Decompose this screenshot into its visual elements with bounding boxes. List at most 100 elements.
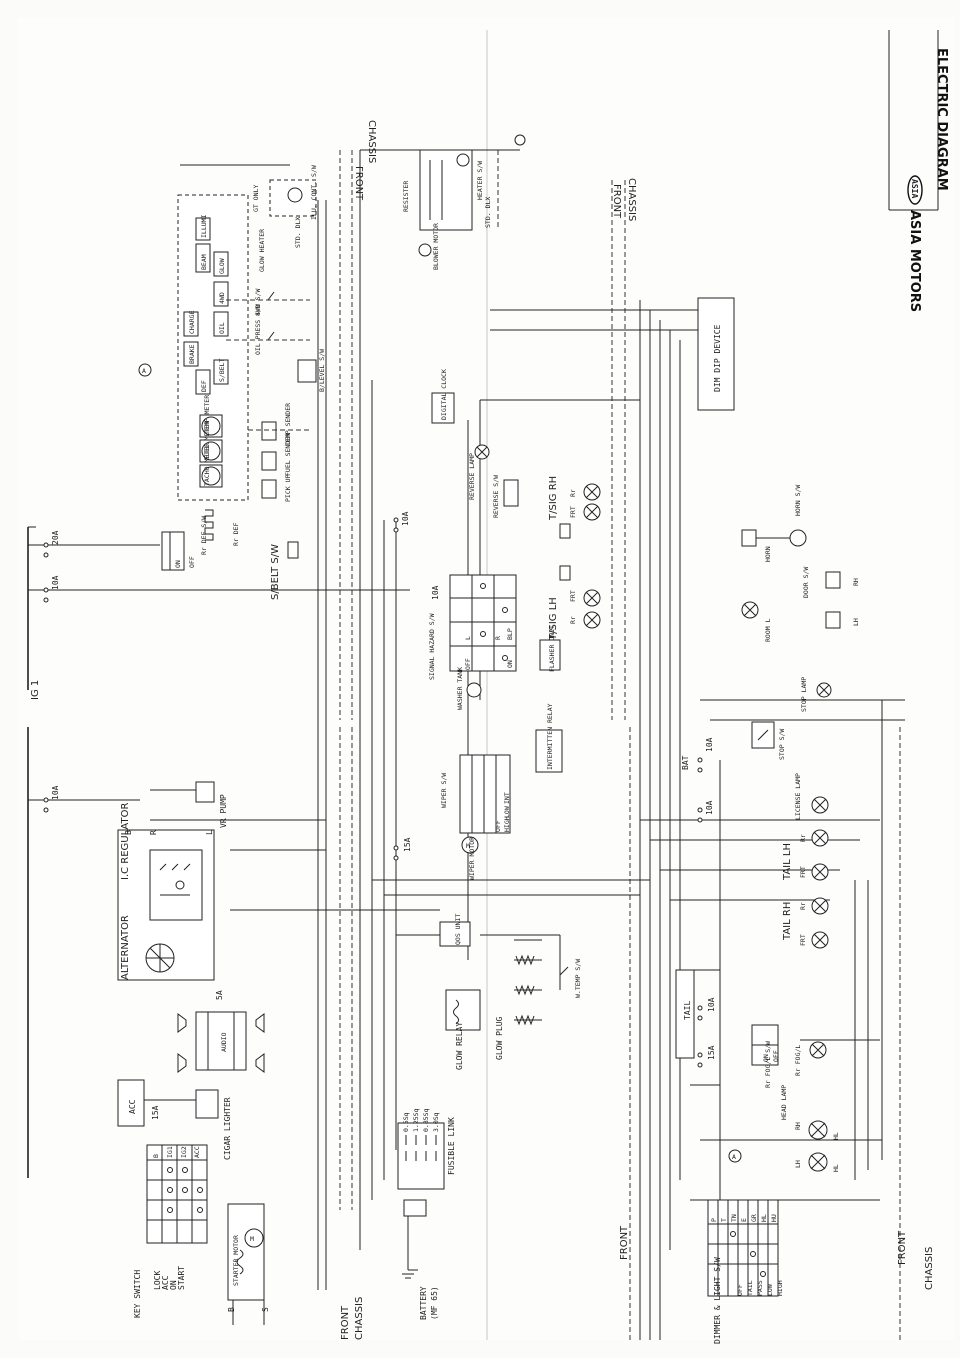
svg-text:TACHO METER: TACHO METER (203, 443, 211, 486)
alternator: ALTERNATOR I.C REGULATOR B R L (117, 803, 215, 981)
svg-text:TAIL: TAIL (746, 1280, 754, 1296)
svg-text:10A: 10A (705, 800, 714, 815)
svg-text:ON: ON (506, 660, 514, 668)
svg-text:FRONT: FRONT (340, 1305, 351, 1340)
svg-text:Rr FOG/L: Rr FOG/L (794, 1045, 802, 1076)
svg-text:10A: 10A (401, 511, 410, 526)
svg-text:TEMP METER: TEMP METER (203, 395, 211, 434)
svg-text:LH: LH (852, 618, 860, 626)
svg-text:Rr: Rr (569, 616, 577, 624)
svg-text:LOW: LOW (503, 806, 511, 818)
svg-text:GR: GR (750, 1214, 758, 1222)
svg-text:P: P (710, 1218, 718, 1222)
svg-text:GLOW: GLOW (218, 258, 226, 274)
svg-text:TEMP SENDER: TEMP SENDER (284, 403, 292, 446)
svg-text:T/SIG LH: T/SIG LH (548, 597, 559, 641)
svg-text:BEAM: BEAM (200, 254, 208, 270)
svg-text:REVERSE LAMP: REVERSE LAMP (468, 453, 476, 500)
digital-clock: DIGITAL CLOCK (431, 369, 455, 424)
svg-text:ILU. CONT. S/W: ILU. CONT. S/W (310, 165, 318, 220)
svg-text:QOS UNIT: QOS UNIT (454, 914, 462, 945)
svg-text:SIGNAL HAZARD S/W: SIGNAL HAZARD S/W (428, 613, 436, 680)
svg-text:FRONT: FRONT (353, 166, 364, 201)
starter-motor: M STARTER MOTOR B S (227, 1203, 270, 1325)
svg-text:A: A (732, 1153, 736, 1161)
svg-text:Rr DEF: Rr DEF (232, 522, 240, 546)
svg-text:LH: LH (794, 1160, 802, 1168)
svg-text:TAIL RH: TAIL RH (782, 902, 793, 941)
svg-text:5A: 5A (215, 990, 224, 1000)
svg-text:FUEL METER: FUEL METER (203, 421, 211, 460)
svg-text:DIGITAL CLOCK: DIGITAL CLOCK (440, 369, 448, 420)
svg-text:Rr: Rr (569, 489, 577, 497)
svg-text:HORN S/W: HORN S/W (794, 485, 802, 516)
svg-text:15A: 15A (151, 1105, 160, 1120)
svg-text:HL: HL (832, 1132, 840, 1140)
horn-circuit: HORN HORN S/W (741, 485, 807, 562)
svg-text:FRONT: FRONT (611, 184, 622, 219)
heater-system: HEATER S/W RESISTER STD. DLX BLOWER MOTO… (402, 134, 526, 270)
svg-text:4WD: 4WD (218, 292, 226, 304)
svg-text:ACC: ACC (193, 1146, 201, 1158)
svg-text:10A: 10A (51, 575, 60, 590)
svg-text:M: M (250, 1235, 254, 1243)
svg-text:L: L (464, 636, 472, 640)
svg-text:PICK UP: PICK UP (284, 475, 292, 502)
turn-signals: T/SIG RH T/SIG LH Rr FRT FRT Rr (548, 476, 601, 641)
svg-text:IG1: IG1 (166, 1146, 174, 1158)
svg-text:10A: 10A (431, 585, 440, 600)
svg-text:FRONT: FRONT (897, 1230, 908, 1265)
svg-text:FRT: FRT (799, 866, 807, 878)
fuse-symbols (43, 517, 703, 1068)
svg-text:INTERMITTEN RELAY: INTERMITTEN RELAY (546, 703, 554, 770)
svg-text:DIM DIP DEVICE: DIM DIP DEVICE (713, 324, 722, 392)
svg-text:RH: RH (852, 578, 860, 586)
svg-text:GLOW RELAY: GLOW RELAY (455, 1022, 464, 1070)
svg-text:BRAKE: BRAKE (188, 344, 196, 364)
head-lamps: HEAD LAMP RH LH HL HL (780, 1085, 840, 1172)
audio-unit: AUDIO 5A (177, 990, 265, 1073)
front-chassis-lines: FRONT CHASSIS FRONT CHASSIS FRONT CHASSI… (339, 120, 935, 1340)
svg-text:RH: RH (794, 1122, 802, 1130)
svg-text:PASS: PASS (756, 1280, 764, 1296)
rear-defogger: ON OFF Rr DEF S/W Rr DEF 20A 10A (51, 509, 240, 590)
svg-text:FRT: FRT (569, 590, 577, 602)
svg-text:IG2: IG2 (180, 1146, 188, 1158)
glow-system: GLOW RELAY GLOW PLUG QOS UNIT W.TEMP S/W (439, 914, 582, 1070)
svg-text:I.C REGULATOR: I.C REGULATOR (120, 803, 131, 880)
svg-text:Rr: Rr (799, 834, 807, 842)
svg-text:ACC: ACC (161, 1275, 170, 1290)
svg-text:HL: HL (832, 1164, 840, 1172)
svg-text:HL: HL (760, 1214, 768, 1222)
svg-text:GLOW HEATER: GLOW HEATER (258, 229, 266, 272)
svg-text:OFF: OFF (188, 556, 196, 568)
svg-text:15A: 15A (403, 837, 412, 852)
svg-text:DEF: DEF (200, 380, 208, 392)
svg-text:TAIL LH: TAIL LH (782, 843, 793, 881)
svg-text:M: M (466, 842, 470, 850)
svg-text:L: L (205, 830, 214, 835)
wiper-system: M WIPER MOTOR WIPER S/W OFF INT LOW HIGH… (403, 703, 563, 880)
battery: BATTERY (MF 65) (402, 1199, 439, 1320)
svg-text:A: A (142, 367, 146, 375)
svg-text:ON: ON (762, 1054, 770, 1062)
svg-text:STD. DLX: STD. DLX (294, 217, 302, 248)
svg-text:HU: HU (770, 1214, 778, 1222)
acc-block: ACC 15A CIGAR LIGHTER (117, 1079, 232, 1160)
dimmer-switch: DIMMER & LIGHT S/W OFF TAIL PASS LOW HIG… (707, 1199, 784, 1344)
svg-text:CIGAR LIGHTER: CIGAR LIGHTER (223, 1097, 232, 1160)
svg-text:WIPER MOTOR: WIPER MOTOR (468, 837, 476, 880)
license-tail-lamps: LICENSE LAMP Rr FRT Rr FRT TAIL LH TAIL … (782, 773, 829, 949)
svg-text:ON: ON (174, 560, 182, 568)
svg-text:GT ONLY: GT ONLY (252, 185, 260, 212)
svg-text:REVERSE S/W: REVERSE S/W (492, 475, 500, 518)
svg-text:FUEL SENDER: FUEL SENDER (284, 433, 292, 476)
svg-text:STARTER MOTOR: STARTER MOTOR (232, 1235, 240, 1286)
svg-text:Rr DEF S/W: Rr DEF S/W (200, 516, 208, 555)
svg-text:1.25Sq: 1.25Sq (412, 1108, 420, 1132)
svg-text:HIGH: HIGH (776, 1280, 784, 1296)
svg-text:CHARGE: CHARGE (188, 310, 196, 334)
svg-text:CHASSIS: CHASSIS (924, 1247, 935, 1290)
svg-text:STOP S/W: STOP S/W (778, 729, 786, 760)
